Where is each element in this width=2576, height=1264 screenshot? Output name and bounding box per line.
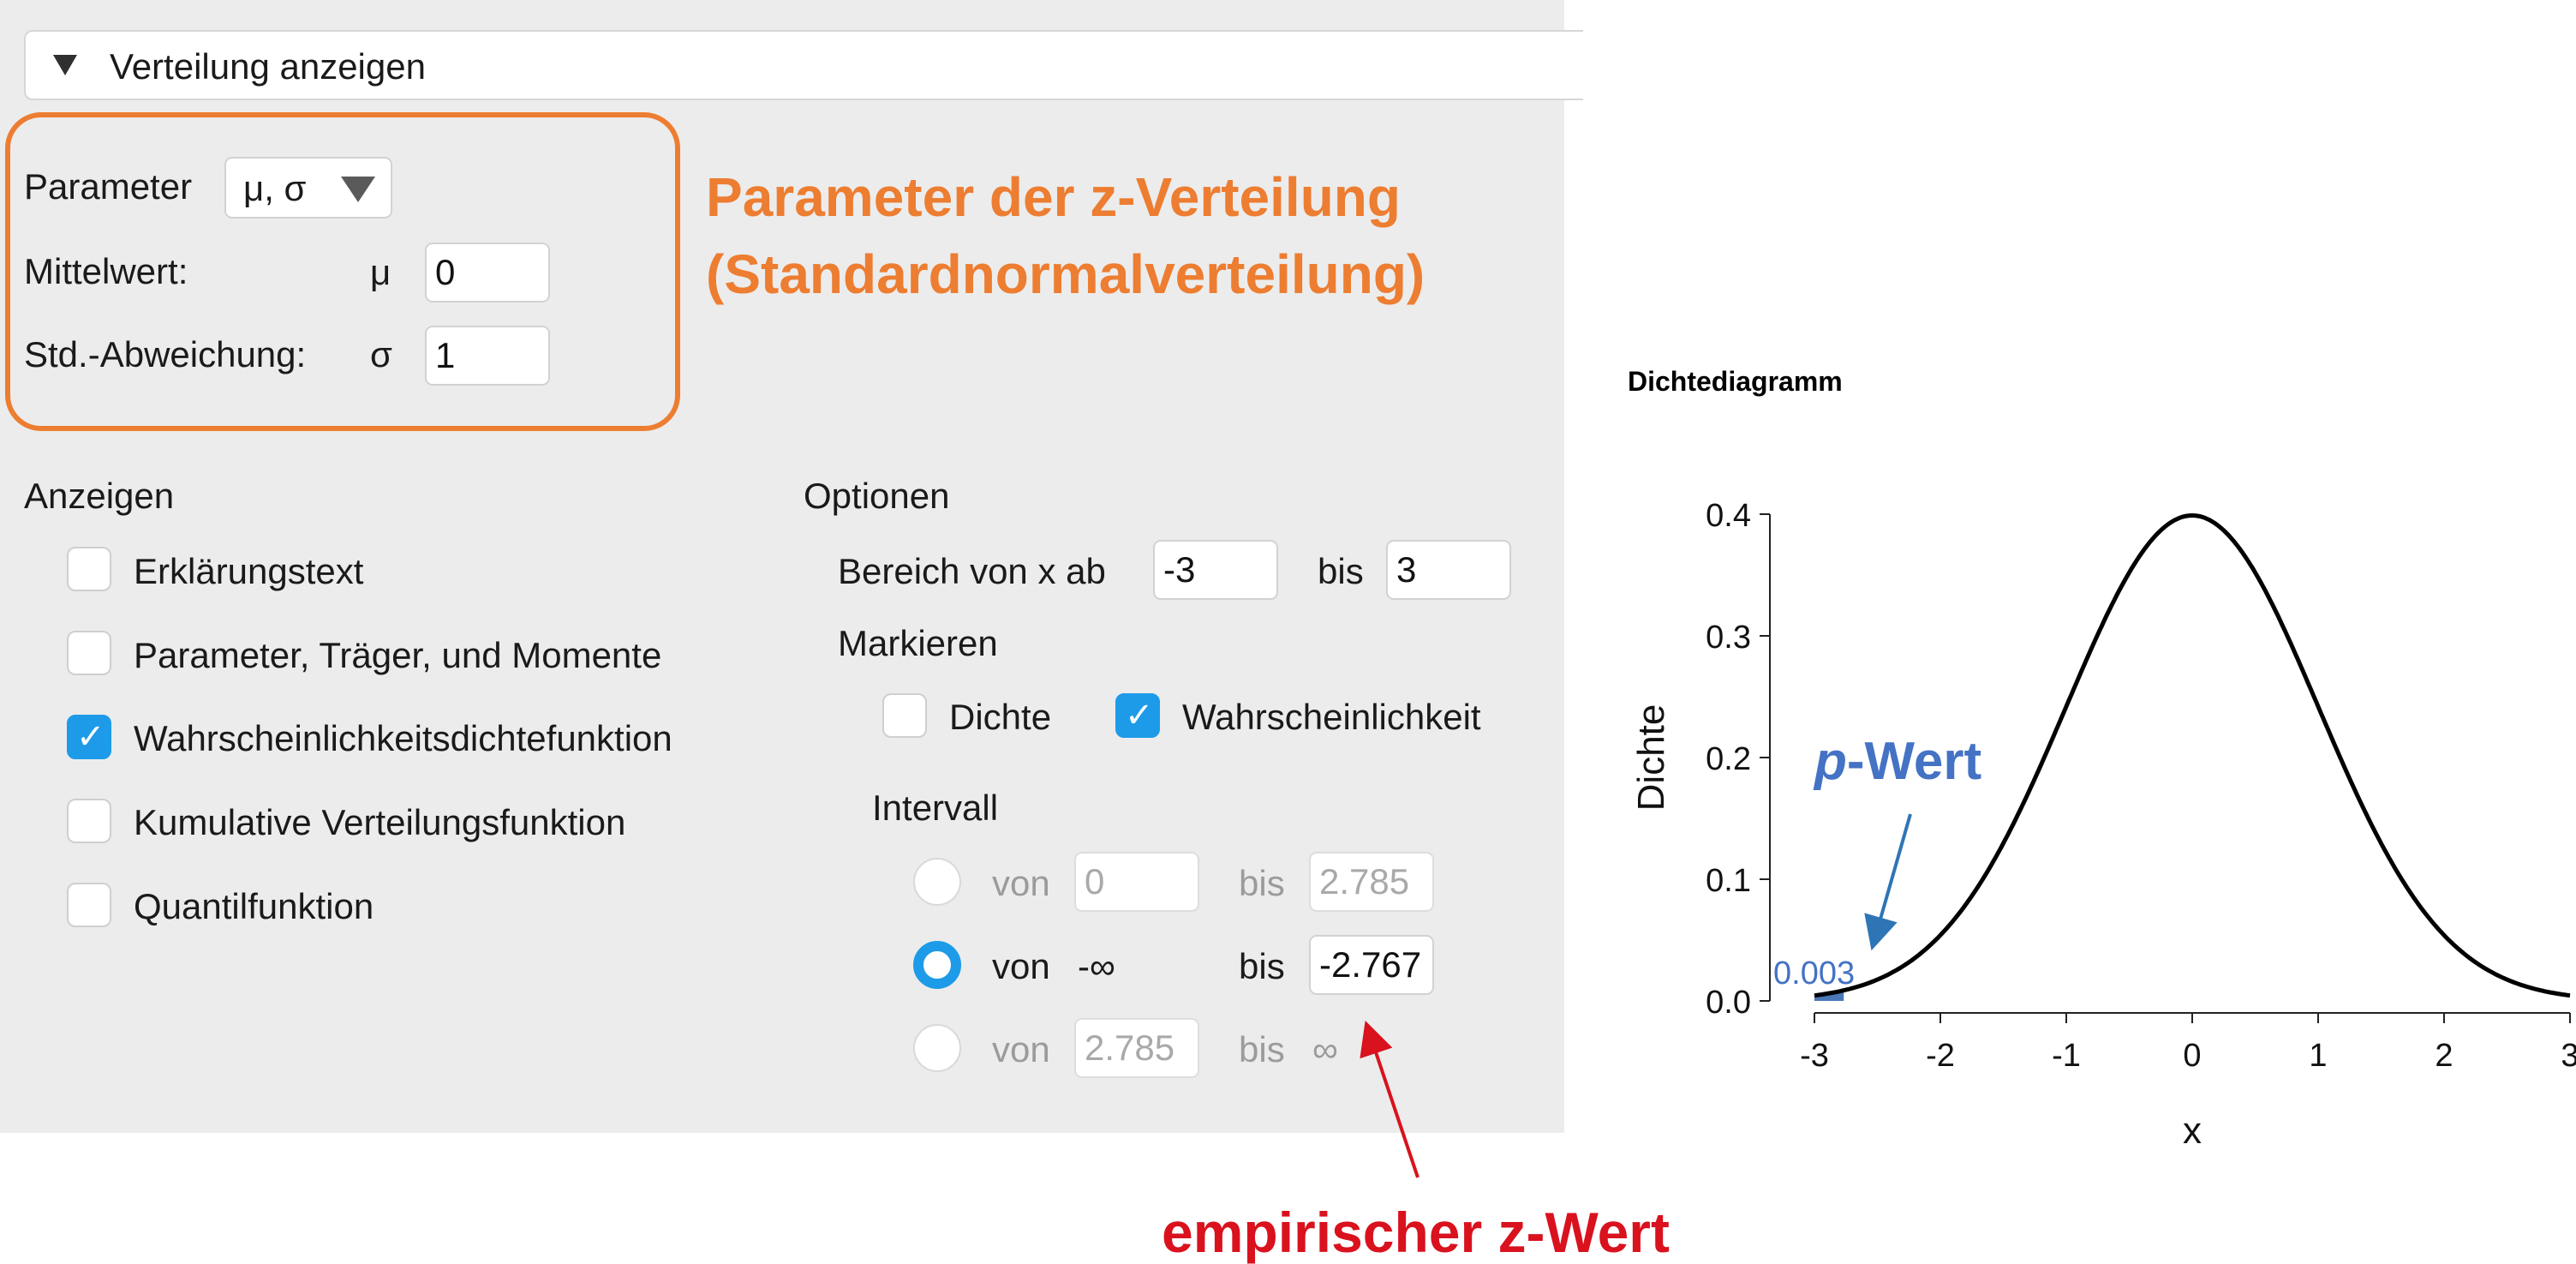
chart-title: Dichtediagramm [1628, 366, 1843, 397]
chart-y-axis-label: Dichte [1630, 704, 1672, 812]
y-tick-label: 0.1 [1706, 863, 1751, 899]
y-tick-label: 0.4 [1706, 498, 1751, 534]
y-tick-label: 0.0 [1706, 985, 1751, 1021]
x-tick-label: 2 [2435, 1038, 2453, 1074]
y-tick-label: 0.2 [1706, 741, 1751, 777]
y-tick-label: 0.3 [1706, 620, 1751, 656]
x-tick-label: 1 [2309, 1038, 2327, 1074]
x-tick-label: -2 [1926, 1038, 1955, 1074]
density-curve [1814, 516, 2570, 996]
shaded-area-label: 0.003 [1773, 955, 1855, 991]
x-tick-label: -3 [1800, 1038, 1829, 1074]
red-arrow [1371, 1037, 1418, 1177]
x-tick-label: 3 [2561, 1038, 2576, 1074]
x-tick-label: -1 [2052, 1038, 2081, 1074]
density-chart: Dichtediagramm Dichte x 0.003 0.0 0.1 0.2 0… [1593, 343, 2576, 1165]
chart-x-axis-label: x [2183, 1110, 2202, 1152]
x-tick-label: 0 [2183, 1038, 2201, 1074]
